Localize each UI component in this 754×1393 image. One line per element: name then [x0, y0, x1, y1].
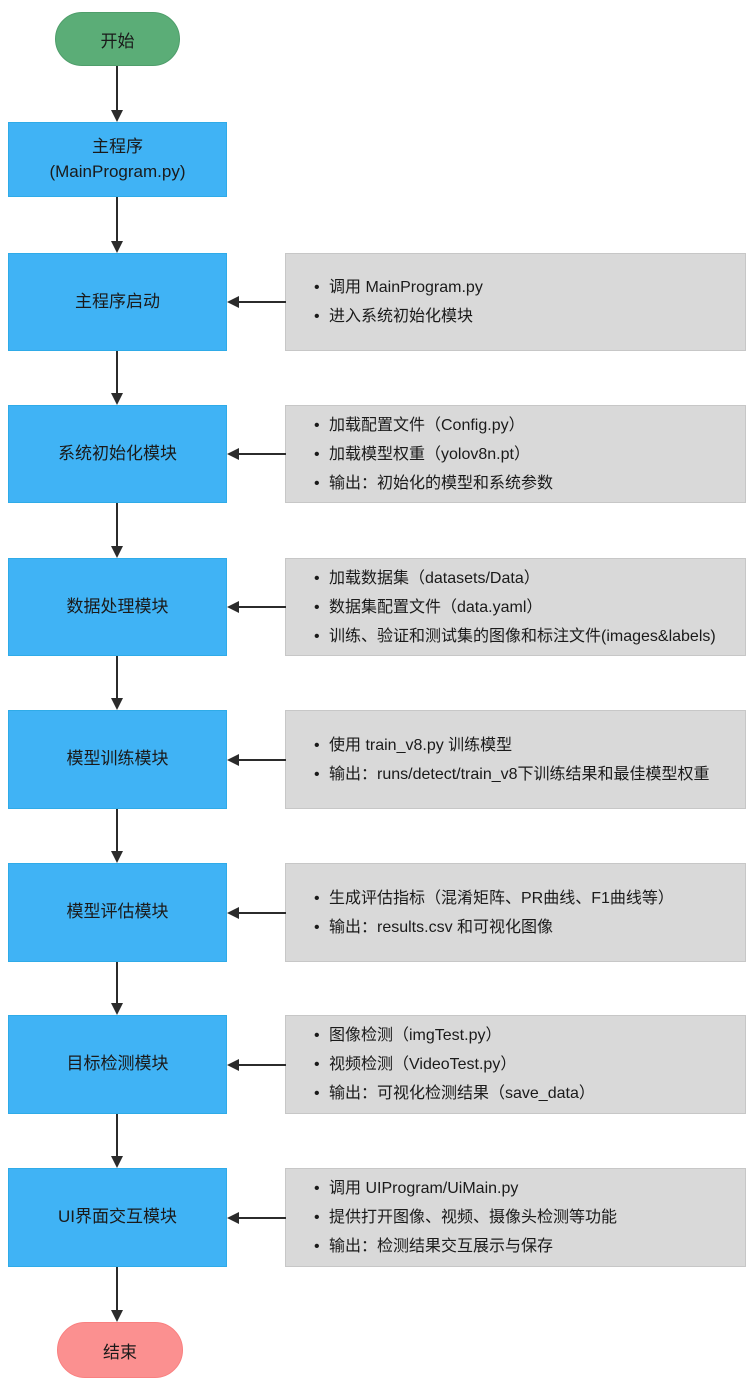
note-eval: 生成评估指标（混淆矩阵、PR曲线、F1曲线等）输出：results.csv 和可…: [285, 863, 746, 962]
flow-arrow-down-6: [111, 809, 123, 863]
note-detect-bullets: 图像检测（imgTest.py）视频检测（VideoTest.py）输出：可视化…: [314, 1021, 595, 1108]
node-step-main-start: 主程序启动: [8, 253, 227, 351]
node-main-program: 主程序 (MainProgram.py): [8, 122, 227, 197]
bullet-item: 加载模型权重（yolov8n.pt）: [314, 440, 553, 469]
node-step-detect-label: 目标检测模块: [66, 1054, 169, 1074]
note-init-bullets: 加载配置文件（Config.py）加载模型权重（yolov8n.pt）输出：初始…: [314, 411, 553, 498]
flow-arrow-down-4: [111, 503, 123, 558]
bullet-item: 生成评估指标（混淆矩阵、PR曲线、F1曲线等）: [314, 884, 674, 913]
bullet-item: 视频检测（VideoTest.py）: [314, 1050, 595, 1079]
bullet-item: 调用 UIProgram/UiMain.py: [314, 1174, 617, 1203]
bullet-item: 数据集配置文件（data.yaml）: [314, 593, 716, 622]
flow-arrow-down-9: [111, 1267, 123, 1322]
flow-arrow-down-5: [111, 656, 123, 710]
node-step-eval-label: 模型评估模块: [66, 902, 169, 922]
end-node: 结束: [57, 1322, 183, 1378]
flow-arrow-down-1: [111, 66, 123, 122]
bullet-item: 输出：results.csv 和可视化图像: [314, 913, 674, 942]
flow-arrow-down-3: [111, 351, 123, 405]
node-step-train-label: 模型训练模块: [66, 749, 169, 769]
node-step-detect: 目标检测模块: [8, 1015, 227, 1114]
node-main-program-line2: (MainProgram.py): [49, 161, 186, 181]
note-ui-bullets: 调用 UIProgram/UiMain.py提供打开图像、视频、摄像头检测等功能…: [314, 1174, 617, 1261]
start-node: 开始: [55, 12, 180, 66]
note-main-start-bullets: 调用 MainProgram.py进入系统初始化模块: [314, 273, 483, 331]
note-detect: 图像检测（imgTest.py）视频检测（VideoTest.py）输出：可视化…: [285, 1015, 746, 1114]
node-step-data-label: 数据处理模块: [66, 596, 169, 616]
end-node-label: 结束: [103, 1342, 137, 1362]
bullet-item: 提供打开图像、视频、摄像头检测等功能: [314, 1203, 617, 1232]
node-step-ui: UI界面交互模块: [8, 1168, 227, 1267]
flow-arrow-down-8: [111, 1114, 123, 1168]
bullet-item: 调用 MainProgram.py: [314, 273, 483, 302]
note-train-bullets: 使用 train_v8.py 训练模型输出：runs/detect/train_…: [314, 731, 710, 789]
note-ui: 调用 UIProgram/UiMain.py提供打开图像、视频、摄像头检测等功能…: [285, 1168, 746, 1267]
start-node-label: 开始: [100, 31, 135, 51]
bullet-item: 输出：可视化检测结果（save_data）: [314, 1079, 595, 1108]
bullet-item: 加载数据集（datasets/Data）: [314, 564, 716, 593]
note-data-bullets: 加载数据集（datasets/Data）数据集配置文件（data.yaml）训练…: [314, 564, 716, 651]
bullet-item: 图像检测（imgTest.py）: [314, 1021, 595, 1050]
node-main-program-line1: 主程序: [92, 136, 143, 156]
bullet-item: 加载配置文件（Config.py）: [314, 411, 553, 440]
bullet-item: 进入系统初始化模块: [314, 302, 483, 331]
bullet-item: 输出：检测结果交互展示与保存: [314, 1232, 617, 1261]
node-step-main-start-label: 主程序启动: [75, 291, 160, 311]
node-step-ui-label: UI界面交互模块: [58, 1207, 177, 1227]
bullet-item: 训练、验证和测试集的图像和标注文件(images&labels): [314, 622, 716, 651]
note-train: 使用 train_v8.py 训练模型输出：runs/detect/train_…: [285, 710, 746, 809]
note-main-start: 调用 MainProgram.py进入系统初始化模块: [285, 253, 746, 351]
node-step-eval: 模型评估模块: [8, 863, 227, 962]
flow-arrow-down-7: [111, 962, 123, 1015]
note-eval-bullets: 生成评估指标（混淆矩阵、PR曲线、F1曲线等）输出：results.csv 和可…: [314, 884, 674, 942]
note-data: 加载数据集（datasets/Data）数据集配置文件（data.yaml）训练…: [285, 558, 746, 656]
node-step-data: 数据处理模块: [8, 558, 227, 656]
note-init: 加载配置文件（Config.py）加载模型权重（yolov8n.pt）输出：初始…: [285, 405, 746, 503]
node-step-train: 模型训练模块: [8, 710, 227, 809]
bullet-item: 输出：初始化的模型和系统参数: [314, 469, 553, 498]
bullet-item: 使用 train_v8.py 训练模型: [314, 731, 710, 760]
bullet-item: 输出：runs/detect/train_v8下训练结果和最佳模型权重: [314, 760, 710, 789]
node-step-init-label: 系统初始化模块: [58, 443, 177, 463]
node-step-init: 系统初始化模块: [8, 405, 227, 503]
flow-arrow-down-2: [111, 197, 123, 253]
